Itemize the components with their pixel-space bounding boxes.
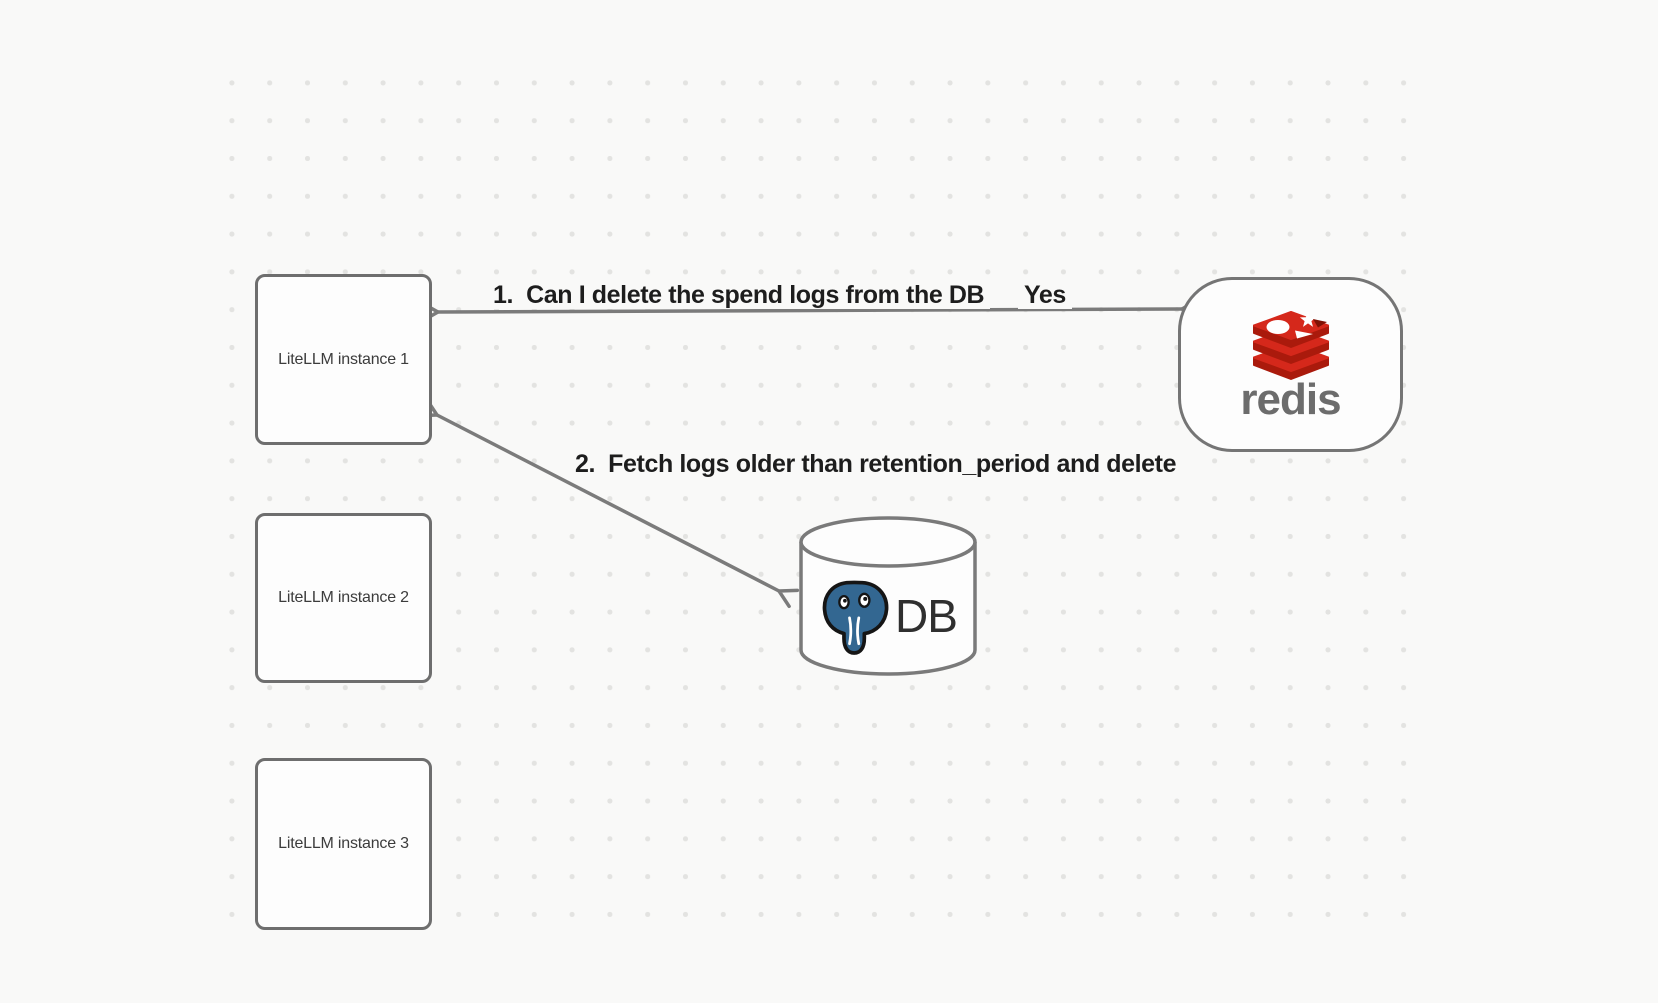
node-label: LiteLLM instance 2	[278, 589, 409, 606]
node-redis: redis	[1178, 277, 1403, 452]
node-label: LiteLLM instance 3	[278, 835, 409, 852]
node-db: DB	[795, 515, 981, 677]
edge1-reply-label: Yes	[1018, 281, 1072, 309]
node-litellm-instance-2: LiteLLM instance 2	[255, 513, 432, 683]
edge1-label: 1. Can I delete the spend logs from the …	[487, 281, 991, 309]
node-label: LiteLLM instance 1	[278, 350, 409, 368]
postgresql-logo-icon	[822, 580, 889, 655]
node-litellm-instance-3: LiteLLM instance 3	[255, 758, 432, 930]
redis-wordmark: redis	[1240, 375, 1341, 424]
redis-logo-icon	[1252, 311, 1329, 380]
db-label: DB	[895, 590, 958, 642]
node-litellm-instance-1: LiteLLM instance 1	[255, 274, 432, 445]
edge2-label: 2. Fetch logs older than retention_perio…	[569, 450, 1183, 478]
